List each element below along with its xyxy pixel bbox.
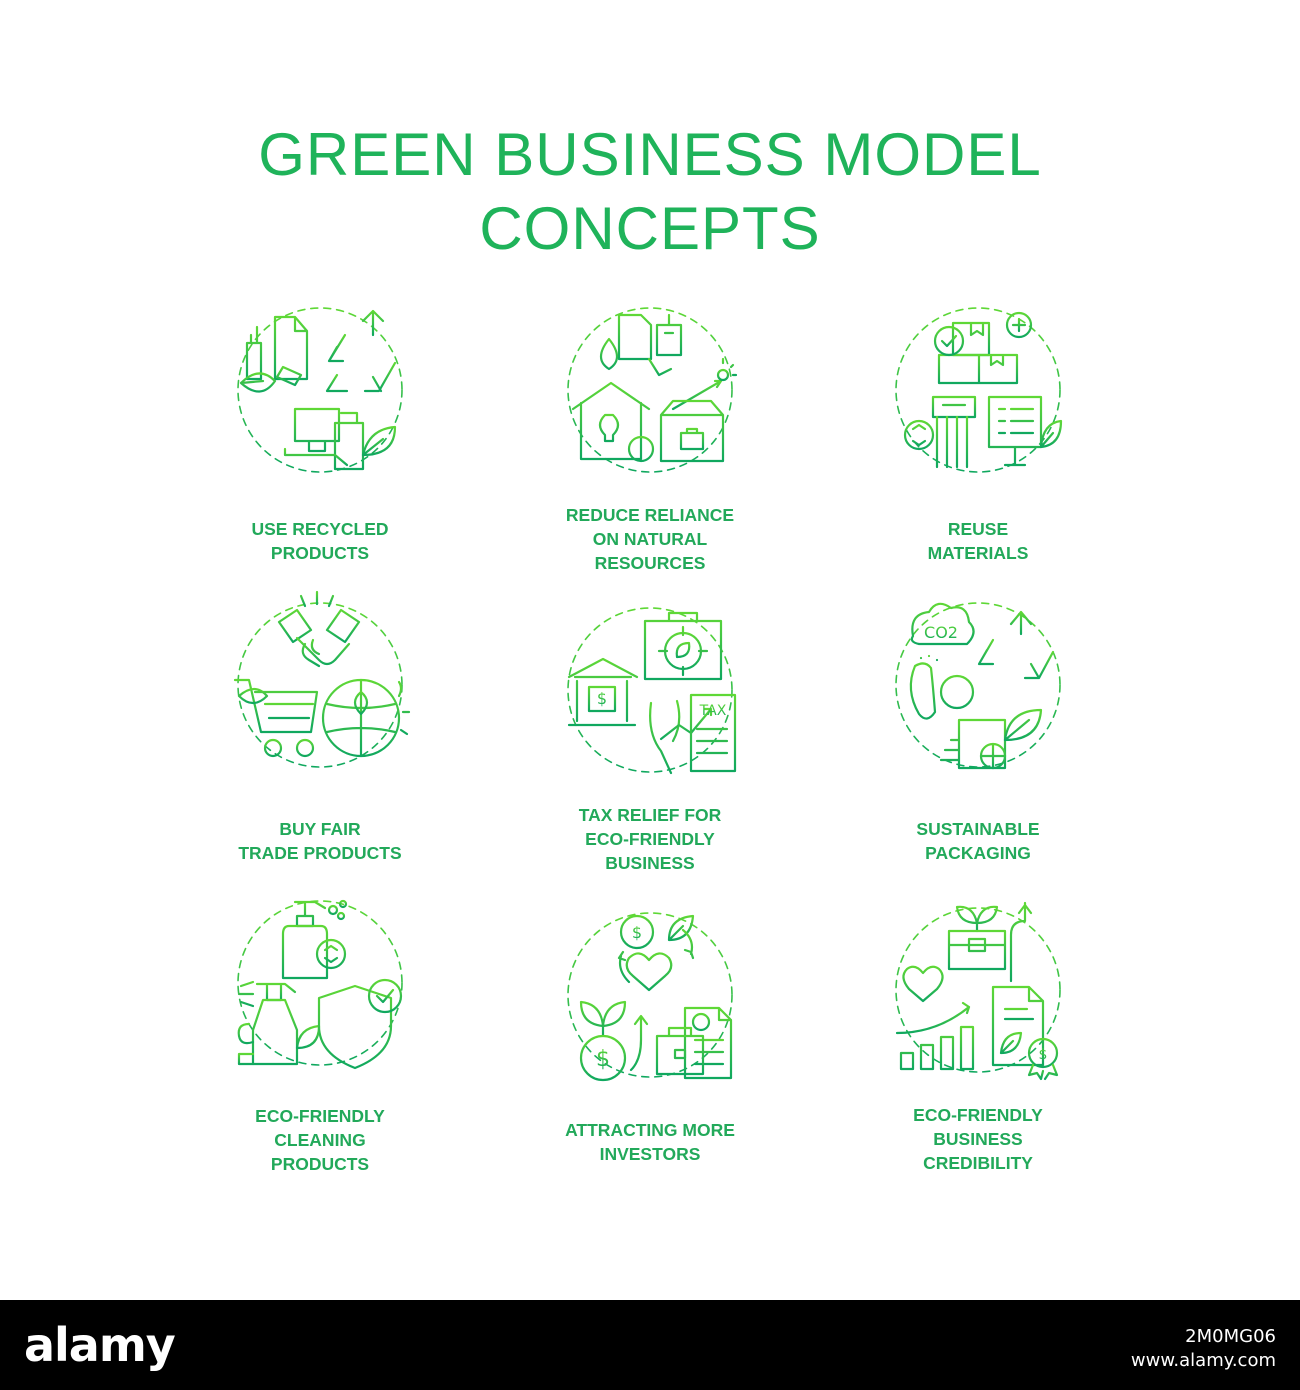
business-credibility-icon: $ [893,901,1063,1081]
image-id: 2M0MG06 [1185,1326,1276,1347]
svg-text:$: $ [632,923,642,942]
concept-label-line: ECO-FRIENDLY [585,829,715,849]
concept-label-line: PRODUCTS [270,1154,370,1174]
page-title: GREEN BUSINESS MODEL CONCEPTS [0,118,1300,266]
co2-badge: CO2 [924,623,958,642]
concept-label-line: ECO-FRIENDLY [255,1106,385,1126]
natural-resources-icon [565,305,738,475]
alamy-logo: alamy [24,1318,176,1372]
concept-label-line: MATERIALS [927,543,1029,563]
svg-text:$: $ [1039,1047,1048,1063]
concept-label-line: INVESTORS [599,1144,701,1164]
concept-label-line: REUSE [947,519,1009,539]
concept-label-line: SUSTAINABLE [916,819,1040,839]
svg-text:$: $ [597,689,607,708]
reuse-materials-icon [893,305,1063,475]
tax-relief-icon: $ TAX [565,605,737,775]
concept-label-line: TRADE PRODUCTS [238,843,402,863]
cleaning-products-icon [235,898,405,1070]
investors-icon: $ $ [565,910,735,1082]
fair-trade-icon [233,590,411,770]
concept-label-line: BUSINESS [605,853,695,873]
concept-label-line: REDUCE RELIANCE [565,505,735,525]
watermark-bar: alamy 2M0MG06 www.alamy.com [0,1300,1300,1390]
concept-label: ECO-FRIENDLY BUSINESS CREDIBILITY [818,1103,1138,1175]
concept-label-line: PRODUCTS [270,543,370,563]
concept-label-line: PACKAGING [925,843,1031,863]
concept-label-line: ON NATURAL [592,529,708,549]
concept-label: ECO-FRIENDLY CLEANING PRODUCTS [160,1104,480,1176]
sustainable-packaging-icon: CO2 [893,600,1063,770]
concept-label: REDUCE RELIANCE ON NATURAL RESOURCES [490,503,810,575]
image-url: www.alamy.com [1130,1350,1276,1371]
svg-text:$: $ [596,1047,610,1072]
concept-label: USE RECYCLED PRODUCTS [160,517,480,565]
concept-label: ATTRACTING MORE INVESTORS [490,1118,810,1166]
concept-label: REUSE MATERIALS [818,517,1138,565]
concept-label-line: CLEANING [274,1130,366,1150]
concept-label-line: RESOURCES [594,553,706,573]
title-line-1: GREEN BUSINESS MODEL [258,121,1042,188]
concept-label-line: ECO-FRIENDLY [913,1105,1043,1125]
title-line-2: CONCEPTS [479,195,821,262]
concept-label-line: BUY FAIR [279,819,361,839]
concept-label-line: ATTRACTING MORE [565,1120,735,1140]
concept-label: TAX RELIEF FOR ECO-FRIENDLY BUSINESS [490,803,810,875]
concept-label-line: USE RECYCLED [251,519,389,539]
concept-label: BUY FAIR TRADE PRODUCTS [160,817,480,865]
image-id-block: 2M0MG06 www.alamy.com [1131,1328,1276,1370]
concept-label-line: CREDIBILITY [923,1153,1033,1173]
concept-label: SUSTAINABLE PACKAGING [818,817,1138,865]
tax-badge: TAX [699,703,727,719]
concept-label-line: TAX RELIEF FOR [578,805,722,825]
concept-label-line: BUSINESS [933,1129,1023,1149]
recycled-products-icon [235,305,405,475]
